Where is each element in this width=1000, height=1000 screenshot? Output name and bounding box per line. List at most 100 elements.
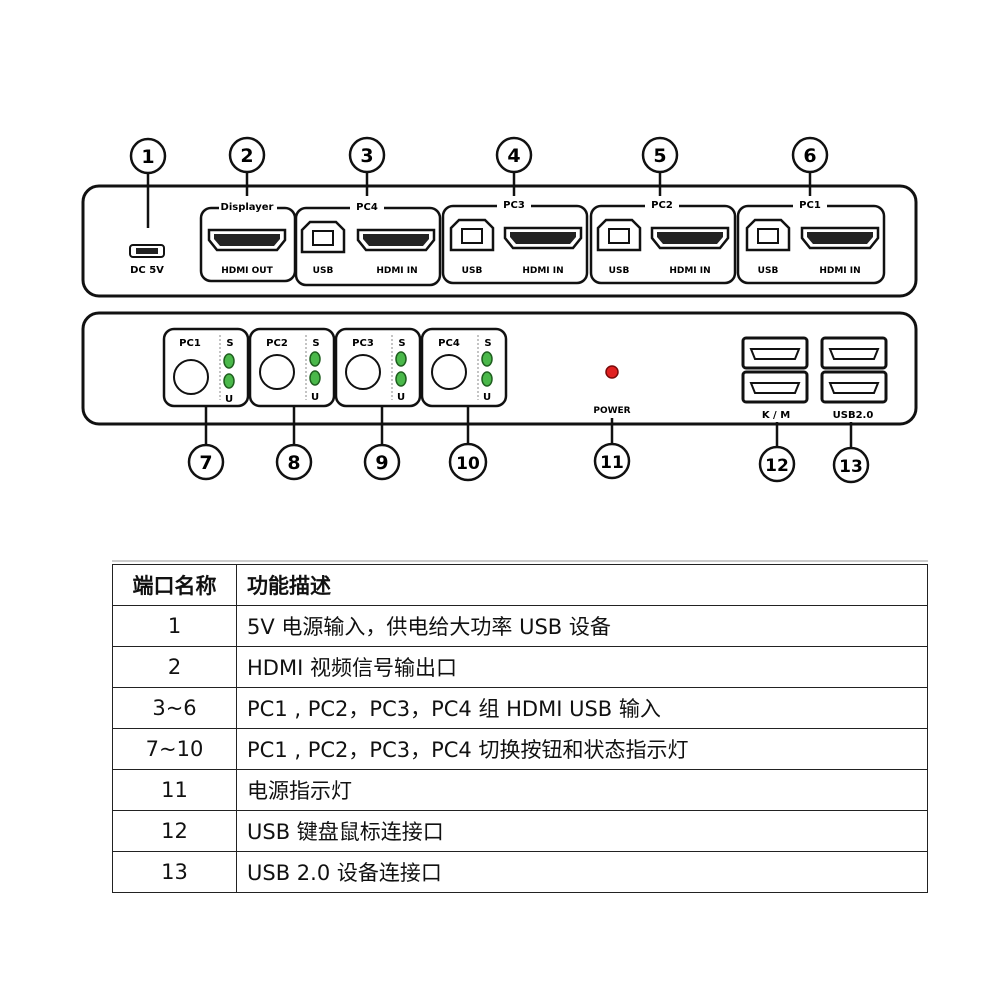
table-row: 13 USB 2.0 设备连接口 [112,851,928,893]
pc1-header: PC1 [799,200,821,211]
callout-12: 12 [758,445,796,483]
pc2-hdmi-label: HDMI IN [669,266,710,276]
usb2-port-bottom[interactable] [820,370,888,404]
pc2-switch-button[interactable] [259,354,295,390]
pc2-u-label: U [311,392,319,403]
port-id-cell: 3~6 [112,687,237,729]
usb2-port-group: USB2.0 [820,336,888,421]
pc4-hdmi-port[interactable] [356,228,436,252]
pc1-s-led [223,353,235,369]
pc3-s-label: S [398,338,405,349]
pc2-hdmi-port[interactable] [650,226,730,250]
usb2-label: USB2.0 [833,410,874,421]
pc3-switch-group: PC3 S U [334,327,422,408]
km-usb-port-bottom[interactable] [741,370,809,404]
port-id-cell: 1 [112,605,237,647]
pc3-header: PC3 [503,200,525,211]
pc4-header: PC4 [356,202,378,213]
pc2-header: PC2 [651,200,673,211]
hdmi-out-label: HDMI OUT [221,266,273,276]
power-label: POWER [593,406,630,416]
pc3-hdmi-label: HDMI IN [522,266,563,276]
pc4-u-label: U [483,392,491,403]
table-row: 7~10 PC1 , PC2，PC3，PC4 切换按钮和状态指示灯 [112,728,928,770]
pc4-switch-button[interactable] [431,354,467,390]
pc1-button-label: PC1 [179,338,201,349]
pc2-usb-port[interactable] [596,218,642,252]
pc4-s-label: S [484,338,491,349]
pc1-port-group: PC1 USB HDMI IN [736,199,886,285]
pc4-hdmi-label: HDMI IN [376,266,417,276]
callout-9: 9 [363,443,401,481]
pc2-button-label: PC2 [266,338,288,349]
pc4-usb-port[interactable] [300,220,346,254]
callout-13: 13 [832,446,870,484]
svg-text:2: 2 [240,145,253,167]
port-id-cell: 7~10 [112,728,237,770]
pc1-u-led [223,373,235,389]
callout-5: 5 [641,136,679,174]
pc4-button-label: PC4 [438,338,460,349]
kvm-diagram: 1 DC 5V 2 Displayer HDMI OUT 3 PC4 USB H… [81,136,918,484]
port-id-cell: 12 [112,810,237,852]
pc1-s-label: S [226,338,233,349]
callout-3: 3 [348,136,386,174]
table-divider [112,560,928,562]
pc4-u-led [481,371,493,387]
pc1-switch-group: PC1 S U [162,327,250,408]
dc-port[interactable] [129,244,165,258]
km-label: K / M [762,410,790,421]
pc1-usb-port[interactable] [745,218,791,252]
callout-7: 7 [187,443,225,481]
pc2-s-label: S [312,338,319,349]
header-description: 功能描述 [236,564,928,606]
pc4-switch-group: PC4 S U [420,327,508,408]
pc2-usb-label: USB [609,266,630,276]
pc3-u-led [395,371,407,387]
description-cell: 电源指示灯 [236,769,928,811]
svg-text:9: 9 [375,452,388,474]
svg-text:8: 8 [287,452,300,474]
table-row: 11 电源指示灯 [112,769,928,811]
port-id-cell: 13 [112,851,237,893]
table-row: 3~6 PC1 , PC2，PC3，PC4 组 HDMI USB 输入 [112,687,928,729]
pc2-u-led [309,370,321,386]
pc3-port-group: PC3 USB HDMI IN [441,199,589,285]
callout-2: 2 [228,136,266,174]
table-header-row: 端口名称 功能描述 [112,564,928,606]
svg-text:10: 10 [456,454,480,474]
description-cell: USB 2.0 设备连接口 [236,851,928,893]
callout-10: 10 [448,442,488,482]
svg-text:7: 7 [199,452,212,474]
table-row: 2 HDMI 视频信号输出口 [112,646,928,688]
callout-1: 1 [129,137,167,175]
usb2-port-top[interactable] [820,336,888,370]
pc3-usb-port[interactable] [449,218,495,252]
displayer-label: Displayer [221,202,274,213]
description-cell: HDMI 视频信号输出口 [236,646,928,688]
pc2-s-led [309,351,321,367]
power-led [605,365,619,379]
svg-text:12: 12 [765,456,789,476]
header-port-name: 端口名称 [112,564,237,606]
svg-text:11: 11 [600,453,624,473]
svg-text:3: 3 [360,145,373,167]
km-usb-port-top[interactable] [741,336,809,370]
pc1-switch-button[interactable] [173,359,209,395]
displayer-group: Displayer HDMI OUT [199,201,297,283]
pc3-button-label: PC3 [352,338,374,349]
pc1-hdmi-port[interactable] [800,226,880,250]
callout-11: 11 [593,442,631,480]
pc3-u-label: U [397,392,405,403]
pc1-hdmi-label: HDMI IN [819,266,860,276]
hdmi-out-port[interactable] [207,228,287,252]
pc3-hdmi-port[interactable] [503,226,583,250]
pc4-s-led [481,351,493,367]
description-cell: PC1 , PC2，PC3，PC4 切换按钮和状态指示灯 [236,728,928,770]
pc3-switch-button[interactable] [345,354,381,390]
description-cell: USB 键盘鼠标连接口 [236,810,928,852]
callout-6: 6 [791,136,829,174]
callout-4: 4 [495,136,533,174]
pc3-usb-label: USB [462,266,483,276]
dc-label: DC 5V [130,265,164,276]
